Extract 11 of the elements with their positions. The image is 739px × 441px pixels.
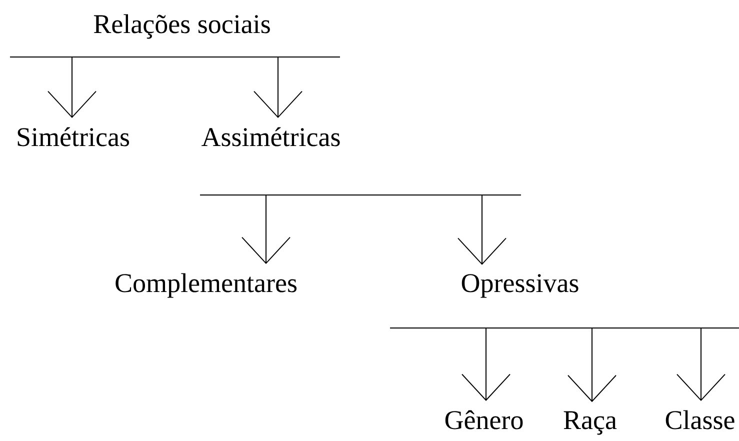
- arrow: [48, 56, 182, 118]
- node-label: Gênero: [445, 410, 523, 430]
- node-label: Opressivas: [462, 274, 578, 298]
- node-label: Raça: [564, 411, 617, 435]
- arrow: [270, 194, 506, 265]
- node-label: Simétricas: [18, 127, 130, 146]
- node-label: Relações sociais: [94, 14, 270, 39]
- node-label: Complementares: [116, 273, 297, 298]
- node-label: Assimétricas: [202, 127, 340, 146]
- arrow: [520, 328, 726, 402]
- node-label: Classe: [666, 410, 734, 430]
